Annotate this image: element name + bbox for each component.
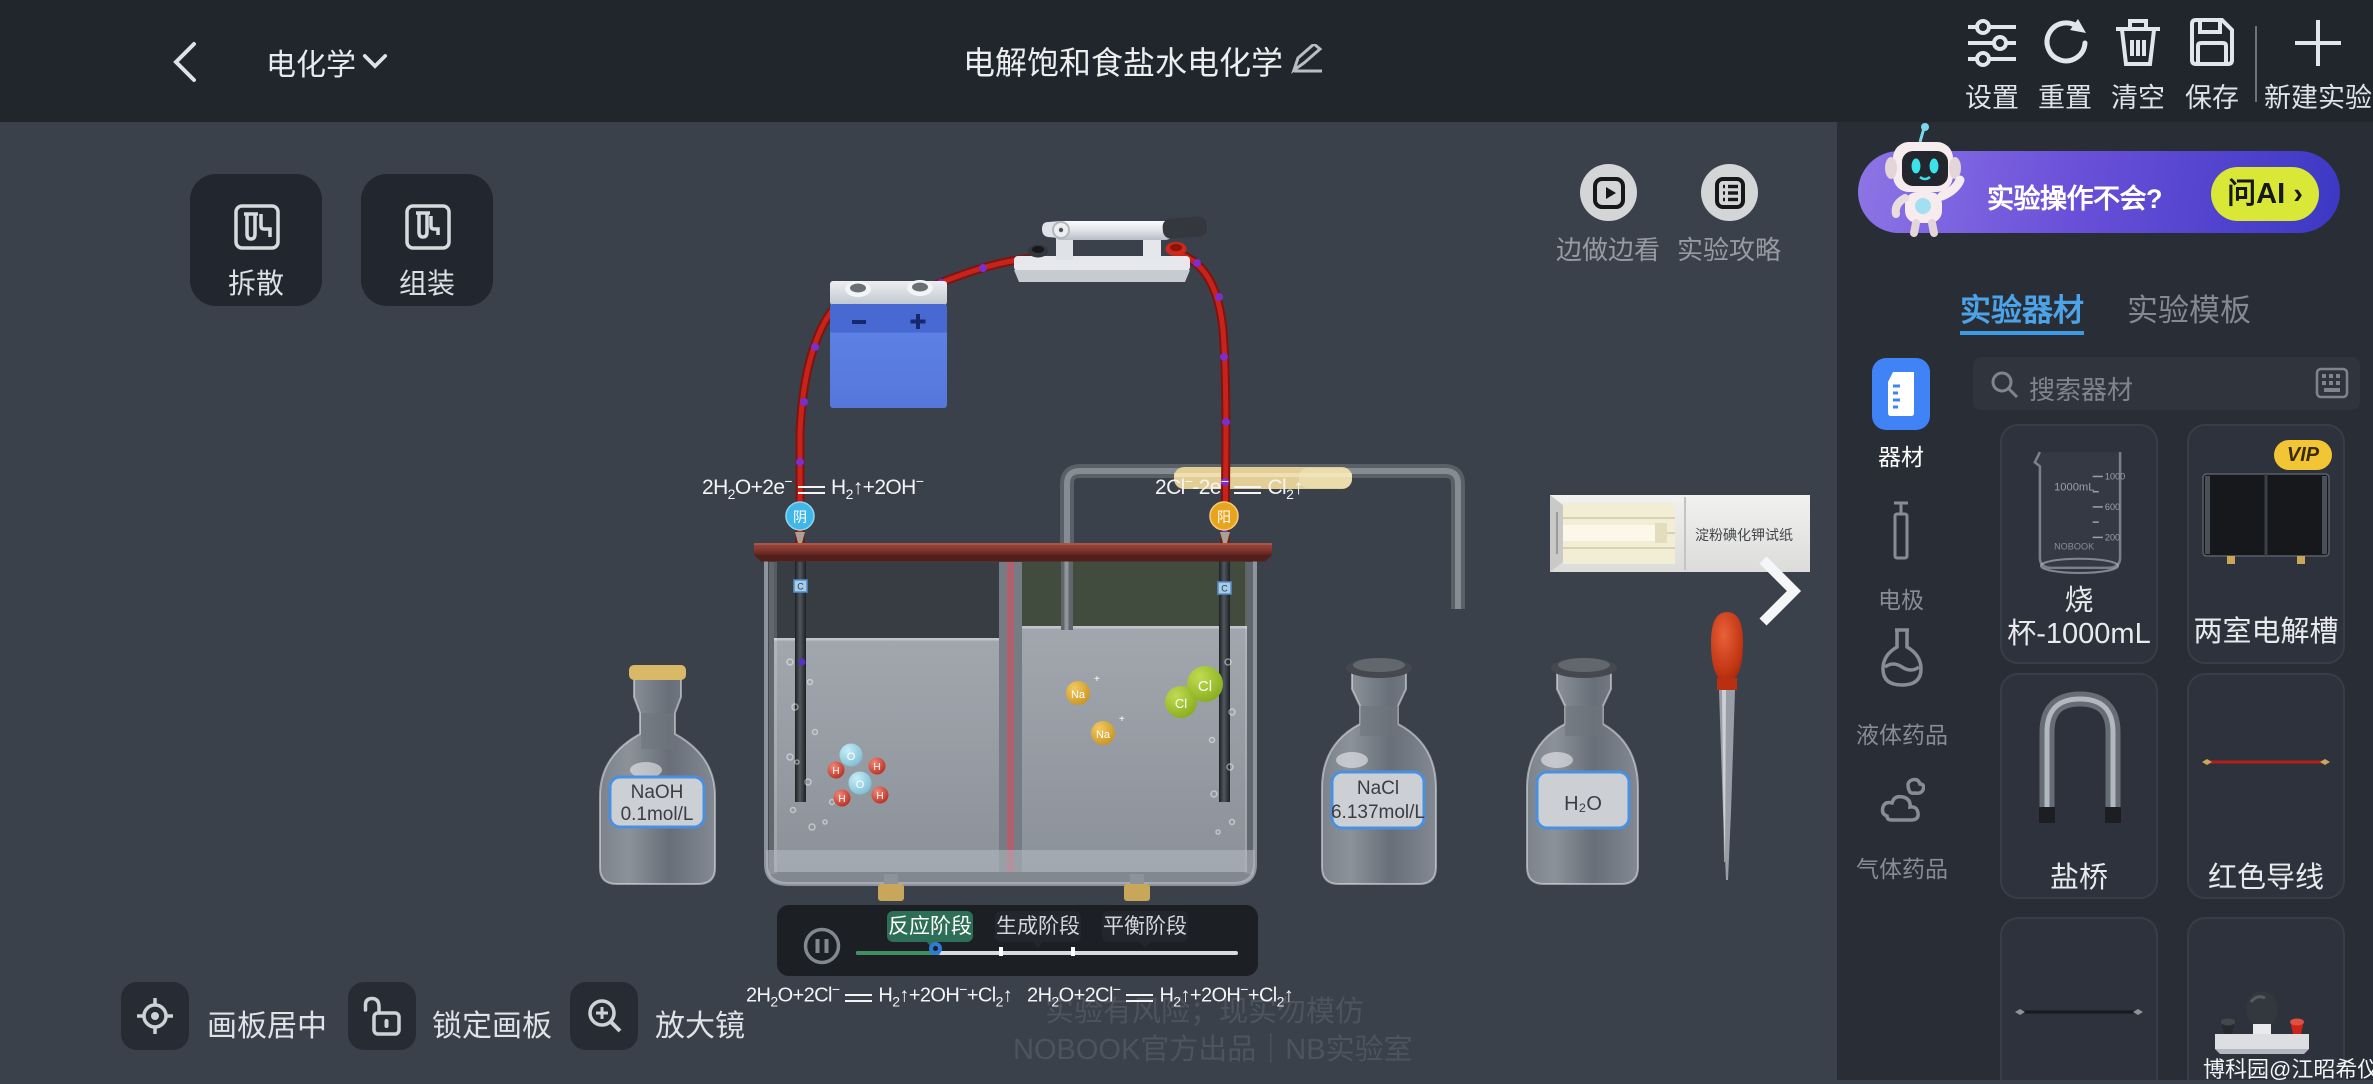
svg-text:C: C xyxy=(797,582,804,592)
svg-text:H: H xyxy=(876,791,883,802)
svg-text:Cl: Cl xyxy=(1198,678,1212,695)
svg-text:Cl: Cl xyxy=(1175,696,1187,711)
svg-text:+: + xyxy=(1119,714,1125,725)
svg-text:H: H xyxy=(838,794,845,805)
svg-text:Na: Na xyxy=(1071,689,1086,701)
svg-text:Na: Na xyxy=(1096,729,1111,741)
svg-text:H₂O: H₂O xyxy=(1564,793,1602,815)
svg-text:淀粉碘化钾试纸: 淀粉碘化钾试纸 xyxy=(1695,527,1793,543)
svg-text:6.137mol/L: 6.137mol/L xyxy=(1331,802,1425,823)
svg-text:NOBOOK: NOBOOK xyxy=(2054,542,2094,552)
svg-text:C: C xyxy=(1221,584,1228,594)
svg-text:H: H xyxy=(832,766,839,777)
svg-text:200: 200 xyxy=(2105,532,2120,542)
svg-text:O: O xyxy=(847,751,856,763)
svg-text:0.1mol/L: 0.1mol/L xyxy=(621,804,694,825)
svg-text:1000: 1000 xyxy=(2105,472,2125,482)
svg-text:1000mL: 1000mL xyxy=(2054,482,2094,494)
svg-text:O: O xyxy=(856,779,865,791)
svg-text:+: + xyxy=(1094,674,1100,685)
svg-text:600: 600 xyxy=(2105,502,2120,512)
svg-text:NaCl: NaCl xyxy=(1357,778,1399,799)
svg-text:阳: 阳 xyxy=(1217,509,1231,525)
svg-text:NaOH: NaOH xyxy=(631,782,684,803)
svg-text:阴: 阴 xyxy=(793,509,807,525)
svg-text:H: H xyxy=(873,762,880,773)
